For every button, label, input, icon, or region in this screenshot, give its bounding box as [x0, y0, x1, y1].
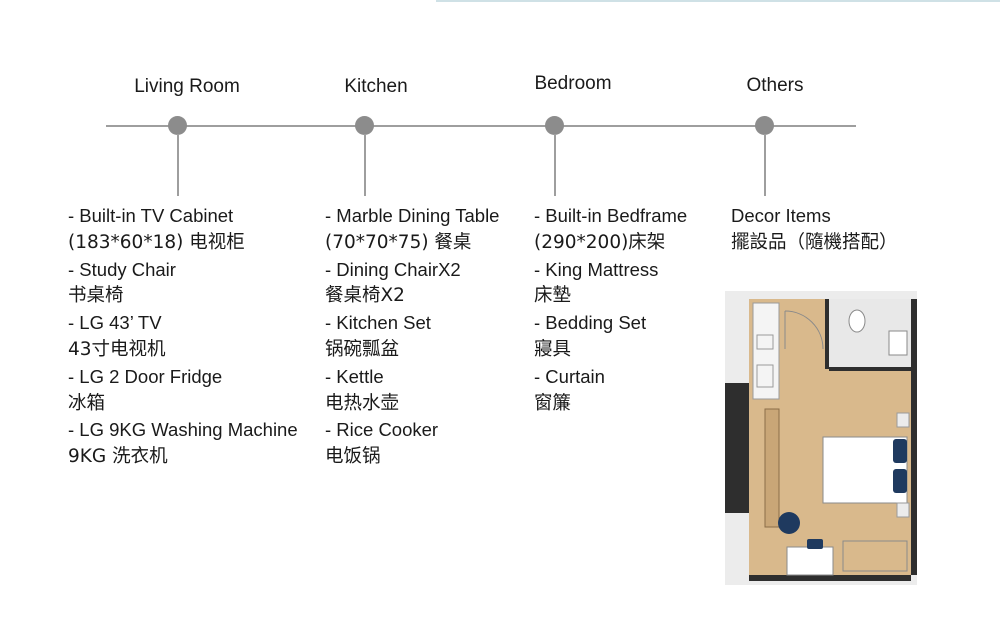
dining-chair-icon — [807, 539, 823, 549]
timeline-node-bedroom — [545, 116, 564, 135]
timeline-drop-bedroom — [554, 134, 556, 196]
list-living-room: - Built-in TV Cabinet (183*60*18) 电视柜 - … — [68, 203, 298, 471]
top-accent-rule — [436, 0, 1000, 2]
heading-living-room: Living Room — [134, 76, 240, 97]
wall-bath-bottom — [829, 367, 911, 371]
nightstand-icon — [896, 502, 910, 518]
list-item: 寢具 — [534, 338, 572, 360]
list-item: 书桌椅 — [68, 285, 124, 307]
wall-bath-left — [825, 299, 829, 369]
list-item: - Rice Cooker — [325, 419, 439, 441]
heading-others: Others — [746, 75, 804, 96]
list-item: - LG 9KG Washing Machine — [68, 419, 298, 441]
wall-left — [725, 383, 749, 513]
wardrobe — [764, 408, 780, 528]
stove-icon — [756, 364, 774, 388]
list-item: - Study Chair — [68, 258, 176, 280]
floor-plan-image — [725, 291, 917, 585]
list-others: Decor Items 擺設品（隨機搭配） — [731, 203, 898, 257]
list-item: - Bedding Set — [534, 312, 647, 334]
list-item: 43寸电视机 — [68, 338, 166, 360]
list-item: 电饭锅 — [325, 446, 381, 468]
list-item: - LG 43’ TV — [68, 312, 162, 334]
timeline-line — [106, 125, 856, 127]
list-item: 窗簾 — [534, 392, 572, 414]
list-item: 电热水壶 — [325, 392, 400, 414]
wall-bottom — [749, 575, 911, 581]
nightstand-icon — [896, 412, 910, 428]
dining-table-icon — [786, 546, 834, 576]
list-item: (290*200)床架 — [534, 231, 666, 253]
timeline-drop-living-room — [177, 134, 179, 196]
list-item: 擺設品（隨機搭配） — [731, 231, 898, 253]
list-bedroom: - Built-in Bedframe (290*200)床架 - King M… — [534, 203, 687, 417]
list-item: - Kitchen Set — [325, 312, 431, 334]
toilet-icon — [848, 309, 866, 333]
list-item: Decor Items — [731, 205, 831, 226]
timeline-node-others — [755, 116, 774, 135]
list-item: 锅碗瓢盆 — [325, 338, 400, 360]
chair-icon — [778, 512, 800, 534]
list-item: - Dining ChairX2 — [325, 258, 461, 280]
timeline-node-living-room — [168, 116, 187, 135]
list-item: (70*70*75) 餐桌 — [325, 231, 472, 253]
list-item: - Built-in Bedframe — [534, 205, 688, 226]
basin-icon — [888, 330, 908, 356]
list-item: 餐桌椅X2 — [325, 285, 405, 307]
door-swing-icon — [784, 310, 824, 350]
pillow-icon — [893, 439, 907, 463]
list-item: - Kettle — [325, 365, 384, 387]
list-item: - LG 2 Door Fridge — [68, 365, 223, 387]
heading-bedroom: Bedroom — [534, 73, 612, 94]
pillow-icon — [893, 469, 907, 493]
list-item: - Built-in TV Cabinet — [68, 205, 234, 226]
sink-icon — [756, 334, 774, 350]
timeline-drop-others — [764, 134, 766, 196]
wall-right — [911, 299, 917, 575]
list-item: - Curtain — [534, 365, 605, 387]
timeline-node-kitchen — [355, 116, 374, 135]
list-item: (183*60*18) 电视柜 — [68, 231, 245, 253]
list-item: 冰箱 — [68, 392, 106, 414]
timeline-drop-kitchen — [364, 134, 366, 196]
list-kitchen: - Marble Dining Table (70*70*75) 餐桌 - Di… — [325, 203, 499, 471]
list-item: - Marble Dining Table — [325, 205, 500, 226]
closet-area — [835, 369, 911, 409]
heading-kitchen: Kitchen — [344, 76, 408, 97]
balcony-frame — [842, 540, 908, 572]
list-item: 9KG 洗衣机 — [68, 446, 168, 468]
list-item: - King Mattress — [534, 258, 659, 280]
list-item: 床墊 — [534, 285, 572, 307]
